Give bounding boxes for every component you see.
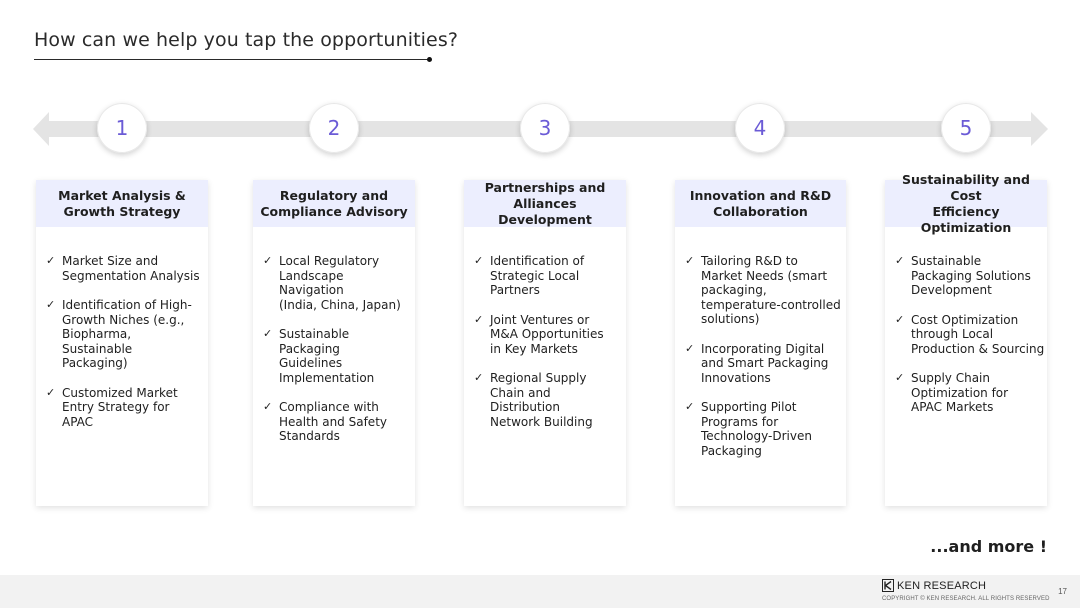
page-title: How can we help you tap the opportunitie… bbox=[34, 29, 458, 51]
card-heading: Innovation and R&D Collaboration bbox=[675, 180, 846, 227]
list-item: ✓ Identification of Strategic Local Partn… bbox=[474, 254, 620, 298]
check-icon: ✓ bbox=[685, 341, 695, 355]
check-icon: ✓ bbox=[474, 312, 484, 326]
step-number-2: 2 bbox=[309, 103, 359, 153]
card-heading: Regulatory and Compliance Advisory bbox=[253, 180, 415, 227]
check-icon: ✓ bbox=[474, 254, 484, 267]
check-icon: ✓ bbox=[474, 371, 484, 384]
step-number-5: 5 bbox=[941, 103, 991, 153]
list-item: ✓ Supply Chain Optimization for APAC Mark… bbox=[895, 371, 1045, 415]
check-icon: ✓ bbox=[263, 327, 273, 340]
list-item-text: Sustainable Packaging Solutions Developm… bbox=[911, 254, 1031, 297]
check-icon: ✓ bbox=[685, 254, 695, 267]
card-heading-text: Sustainability and Cost Efficiency Optim… bbox=[902, 171, 1030, 235]
card-heading-text: Innovation and R&D Collaboration bbox=[689, 187, 832, 219]
list-item: ✓ Incorporating Digital and Smart Packagi… bbox=[685, 342, 844, 386]
footer bbox=[0, 575, 1080, 608]
service-card-regulatory: Regulatory and Compliance Advisory ✓ Loca… bbox=[253, 180, 415, 506]
list-item-text: Cost Optimization through Local Producti… bbox=[911, 312, 1045, 356]
ken-research-logo: KEN RESEARCH bbox=[882, 579, 986, 592]
list-item: ✓ Sustainable Packaging Solutions Develop… bbox=[895, 254, 1045, 298]
service-card-innovation: Innovation and R&D Collaboration ✓ Tailor… bbox=[675, 180, 846, 506]
list-item-text: Incorporating Digital and Smart Packagin… bbox=[701, 341, 829, 385]
list-item-text: Market Size and Segmentation Analysis bbox=[62, 254, 200, 283]
card-heading-text: Partnerships and Alliances Development bbox=[484, 179, 606, 227]
card-item-list: ✓ Sustainable Packaging Solutions Develop… bbox=[885, 227, 1047, 415]
list-item: ✓ Supporting Pilot Programs for Technolog… bbox=[685, 400, 844, 458]
list-item: ✓ Tailoring R&D to Market Needs (smart pa… bbox=[685, 254, 844, 327]
logo-text: KEN RESEARCH bbox=[897, 579, 987, 592]
list-item: ✓ Cost Optimization through Local Product… bbox=[895, 313, 1045, 357]
page-number: 17 bbox=[1058, 587, 1067, 596]
check-icon: ✓ bbox=[46, 298, 56, 311]
check-icon: ✓ bbox=[46, 385, 56, 399]
card-item-list: ✓ Local Regulatory Landscape Navigation (… bbox=[253, 227, 415, 444]
check-icon: ✓ bbox=[895, 371, 905, 384]
list-item-text: Identification of Strategic Local Partne… bbox=[490, 254, 585, 297]
list-item: ✓ Compliance with Health and Safety Stand… bbox=[263, 400, 409, 444]
ken-research-logo-icon bbox=[882, 579, 894, 592]
service-card-sustainability: Sustainability and Cost Efficiency Optim… bbox=[885, 172, 1047, 506]
step-number-3: 3 bbox=[520, 103, 570, 153]
list-item-text: Sustainable Packaging Guidelines Impleme… bbox=[279, 327, 375, 385]
list-item: ✓ Joint Ventures or M&A Opportunities in … bbox=[474, 313, 620, 357]
service-card-partnerships: Partnerships and Alliances Development ✓… bbox=[464, 180, 626, 506]
card-heading-text: Market Analysis & Growth Strategy bbox=[58, 187, 186, 219]
list-item-text: Identification of High- Growth Niches (e… bbox=[62, 298, 192, 370]
card-heading-text: Regulatory and Compliance Advisory bbox=[260, 187, 408, 219]
list-item-text: Supporting Pilot Programs for Technology… bbox=[701, 400, 812, 458]
list-item-text: Local Regulatory Landscape Navigation (I… bbox=[279, 254, 401, 312]
card-heading: Sustainability and Cost Efficiency Optim… bbox=[885, 172, 1047, 235]
step-number-4: 4 bbox=[735, 103, 785, 153]
list-item-text: Supply Chain Optimization for APAC Marke… bbox=[911, 371, 1009, 414]
list-item: ✓ Identification of High- Growth Niches (… bbox=[46, 298, 202, 371]
check-icon: ✓ bbox=[685, 400, 695, 413]
check-icon: ✓ bbox=[263, 400, 273, 413]
list-item: ✓ Sustainable Packaging Guidelines Implem… bbox=[263, 327, 409, 385]
list-item: ✓ Regional Supply Chain and Distribution … bbox=[474, 371, 620, 429]
list-item-text: Joint Ventures or M&A Opportunities in K… bbox=[490, 312, 604, 356]
copyright-text: COPYRIGHT © KEN RESEARCH. ALL RIGHTS RES… bbox=[882, 596, 1050, 602]
card-item-list: ✓ Tailoring R&D to Market Needs (smart pa… bbox=[675, 227, 846, 458]
card-heading: Market Analysis & Growth Strategy bbox=[36, 180, 208, 227]
title-underline bbox=[34, 59, 429, 60]
list-item-text: Customized Market Entry Strategy for APA… bbox=[62, 385, 178, 429]
and-more-label: ...and more ! bbox=[930, 537, 1047, 556]
list-item: ✓ Market Size and Segmentation Analysis bbox=[46, 254, 202, 283]
list-item-text: Tailoring R&D to Market Needs (smart pac… bbox=[701, 254, 841, 326]
card-item-list: ✓ Identification of Strategic Local Partn… bbox=[464, 227, 626, 429]
list-item: ✓ Customized Market Entry Strategy for AP… bbox=[46, 386, 202, 430]
check-icon: ✓ bbox=[895, 312, 905, 326]
list-item-text: Regional Supply Chain and Distribution N… bbox=[490, 371, 593, 429]
check-icon: ✓ bbox=[895, 254, 905, 267]
check-icon: ✓ bbox=[46, 254, 56, 267]
card-item-list: ✓ Market Size and Segmentation Analysis ✓… bbox=[36, 227, 208, 429]
card-heading: Partnerships and Alliances Development bbox=[464, 180, 626, 227]
list-item-text: Compliance with Health and Safety Standa… bbox=[279, 400, 387, 443]
step-number-1: 1 bbox=[97, 103, 147, 153]
list-item: ✓ Local Regulatory Landscape Navigation (… bbox=[263, 254, 409, 312]
service-card-market-analysis: Market Analysis & Growth Strategy ✓ Marke… bbox=[36, 180, 208, 506]
check-icon: ✓ bbox=[263, 254, 273, 267]
title-underline-dot bbox=[427, 57, 432, 62]
